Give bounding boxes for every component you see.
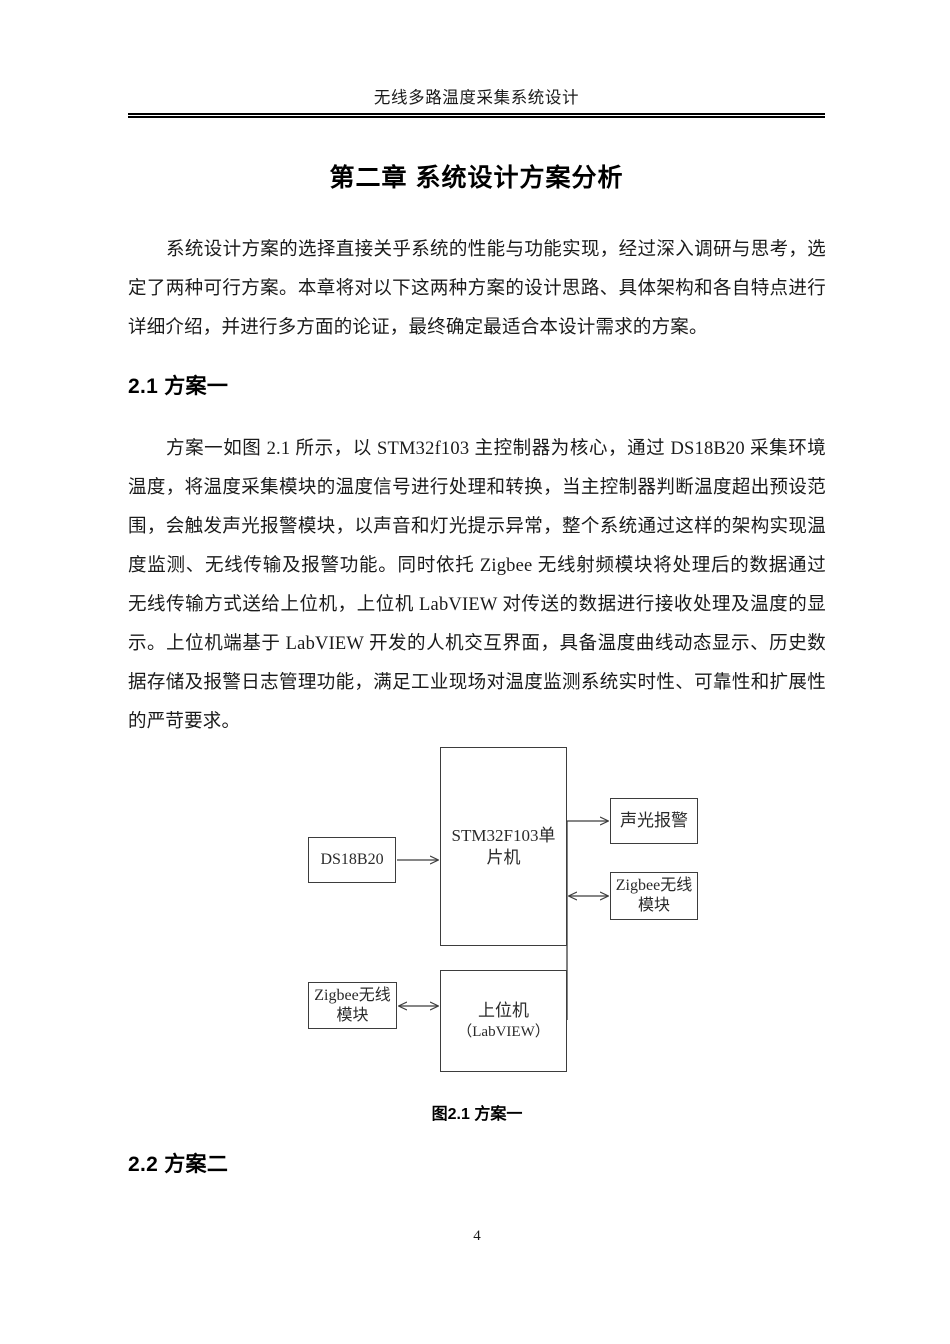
diagram-node-host-computer: 上位机 （LabVIEW） [440, 970, 567, 1072]
header-double-rule [128, 112, 825, 118]
host-label-main: 上位机 [478, 1001, 529, 1020]
diagram-node-zigbee-mcu: Zigbee无线模块 [610, 872, 698, 920]
diagram-node-mcu: STM32F103单片机 [440, 747, 567, 946]
section-heading-2-1: 2.1 方案一 [128, 375, 229, 398]
running-header-title: 无线多路温度采集系统设计 [373, 88, 580, 107]
chapter-title: 第二章 系统设计方案分析 [329, 164, 624, 192]
host-label-sub: （LabVIEW） [457, 1024, 550, 1041]
page-number: 4 [473, 1228, 481, 1244]
diagram-node-ds18b20: DS18B20 [308, 837, 396, 883]
figure-caption: 图2.1 方案一 [431, 1106, 523, 1123]
diagram-node-alarm: 声光报警 [610, 798, 698, 844]
section-heading-2-2: 2.2 方案二 [128, 1153, 229, 1176]
scheme-one-paragraph: 方案一如图 2.1 所示，以 STM32f103 主控制器为核心，通过 DS18… [128, 439, 826, 732]
intro-paragraph: 系统设计方案的选择直接关乎系统的性能与功能实现，经过深入调研与思考，选定了两种可… [128, 240, 826, 338]
page-header: 无线多路温度采集系统设计 [128, 88, 825, 118]
diagram-node-zigbee-host: Zigbee无线模块 [308, 982, 397, 1029]
